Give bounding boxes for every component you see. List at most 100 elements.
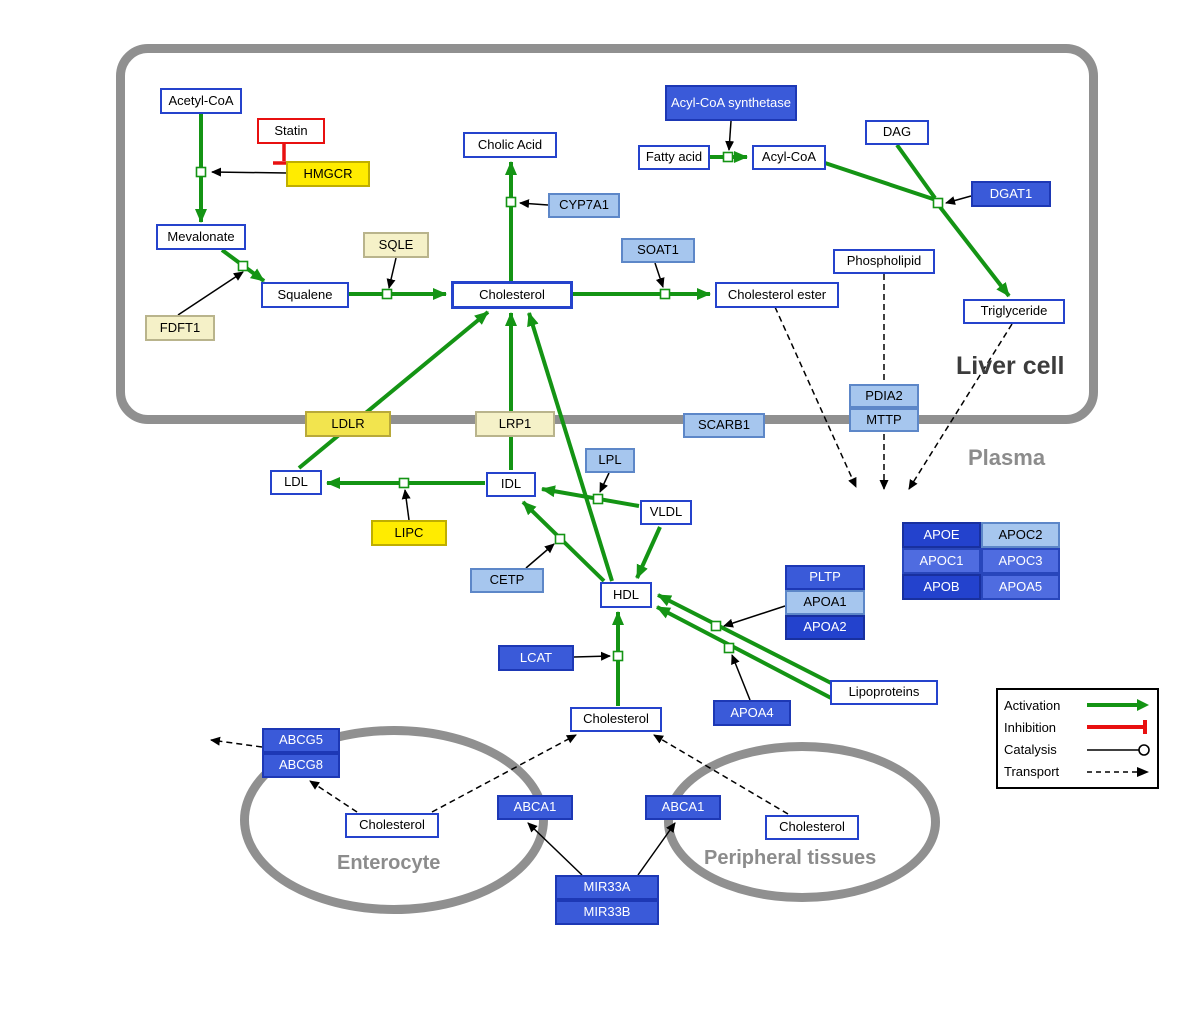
node-apoa5[interactable]: APOA5 bbox=[981, 574, 1060, 600]
edge-vldl-idl bbox=[541, 485, 640, 508]
catalysis-cetp bbox=[525, 543, 555, 569]
reaction-node bbox=[554, 533, 566, 545]
node-lrp1[interactable]: LRP1 bbox=[475, 411, 555, 437]
catalysis-lipc bbox=[401, 489, 411, 521]
node-abcg8[interactable]: ABCG8 bbox=[262, 753, 340, 778]
node-apoe[interactable]: APOE bbox=[902, 522, 981, 548]
liver-cell-compartment bbox=[116, 44, 1098, 424]
node-cholesterol-enterocyte[interactable]: Cholesterol bbox=[345, 813, 439, 838]
node-hdl[interactable]: HDL bbox=[600, 582, 652, 608]
legend-transport-label: Transport bbox=[1004, 764, 1060, 780]
node-dgat1[interactable]: DGAT1 bbox=[971, 181, 1051, 207]
node-ldl[interactable]: LDL bbox=[270, 470, 322, 495]
activation-arrow-icon bbox=[1087, 699, 1149, 712]
node-scarb1[interactable]: SCARB1 bbox=[683, 413, 765, 438]
legend: Activation Inhibition Catalysis Transpor… bbox=[996, 688, 1159, 789]
reaction-node bbox=[722, 151, 734, 163]
node-pdia2[interactable]: PDIA2 bbox=[849, 384, 919, 408]
node-apoa2[interactable]: APOA2 bbox=[785, 615, 865, 640]
legend-catalysis-label: Catalysis bbox=[1004, 742, 1057, 758]
inhibition-tbar-icon bbox=[1087, 720, 1147, 735]
node-cholic-acid[interactable]: Cholic Acid bbox=[463, 132, 557, 158]
node-apob[interactable]: APOB bbox=[902, 574, 981, 600]
node-soat1[interactable]: SOAT1 bbox=[621, 238, 695, 263]
enterocyte-compartment bbox=[240, 726, 548, 914]
node-apoa4[interactable]: APOA4 bbox=[713, 700, 791, 726]
reaction-node bbox=[710, 620, 722, 632]
node-lipc[interactable]: LIPC bbox=[371, 520, 447, 546]
node-lpl[interactable]: LPL bbox=[585, 448, 635, 473]
transport-peripheral-cholesterol-plasma bbox=[653, 734, 789, 815]
catalysis-lcat bbox=[573, 651, 611, 661]
transport-enterocyte-cholesterol-plasma bbox=[431, 734, 577, 813]
node-vldl[interactable]: VLDL bbox=[640, 500, 692, 525]
node-acyl-coa-synthetase[interactable]: Acyl-CoA synthetase bbox=[665, 85, 797, 121]
enterocyte-label: Enterocyte bbox=[337, 852, 441, 874]
node-apoc2[interactable]: APOC2 bbox=[981, 522, 1060, 548]
node-mevalonate[interactable]: Mevalonate bbox=[156, 224, 246, 250]
node-cholesterol-peripheral[interactable]: Cholesterol bbox=[765, 815, 859, 840]
node-triglyceride[interactable]: Triglyceride bbox=[963, 299, 1065, 324]
reaction-node bbox=[932, 197, 944, 209]
node-dag[interactable]: DAG bbox=[865, 120, 929, 145]
node-idl[interactable]: IDL bbox=[486, 472, 536, 497]
legend-inhibition-label: Inhibition bbox=[1004, 719, 1057, 735]
catalysis-circle-icon bbox=[1087, 743, 1150, 756]
node-mir33b[interactable]: MIR33B bbox=[555, 900, 659, 925]
node-abca1-enterocyte[interactable]: ABCA1 bbox=[497, 795, 573, 820]
regulation-mir33a-abca1 bbox=[527, 822, 583, 876]
transport-cholesterol-abcg bbox=[309, 780, 358, 813]
transport-abcg-excretion bbox=[210, 736, 263, 748]
reaction-node bbox=[398, 477, 410, 489]
node-phospholipid[interactable]: Phospholipid bbox=[833, 249, 935, 274]
edge-ldl-cholesterol bbox=[297, 310, 490, 470]
reaction-node bbox=[237, 260, 249, 272]
edge-acylcoa-junction bbox=[824, 161, 937, 202]
node-cetp[interactable]: CETP bbox=[470, 568, 544, 593]
node-cholesterol-ester[interactable]: Cholesterol ester bbox=[715, 282, 839, 308]
node-abca1-peripheral[interactable]: ABCA1 bbox=[645, 795, 721, 820]
plasma-label: Plasma bbox=[968, 445, 1046, 470]
reaction-node bbox=[659, 288, 671, 300]
node-apoc3[interactable]: APOC3 bbox=[981, 548, 1060, 574]
node-squalene[interactable]: Squalene bbox=[261, 282, 349, 308]
edge-junction-triglyceride bbox=[938, 205, 1011, 298]
node-statin[interactable]: Statin bbox=[257, 118, 325, 144]
regulation-mir33b-abca1 bbox=[637, 822, 676, 876]
edge-hdl-cholesterol bbox=[527, 312, 614, 582]
catalysis-dgat1 bbox=[945, 195, 972, 205]
node-mttp[interactable]: MTTP bbox=[849, 408, 919, 432]
reaction-node bbox=[195, 166, 207, 178]
node-cholesterol-plasma[interactable]: Cholesterol bbox=[570, 707, 662, 732]
reaction-node bbox=[592, 493, 604, 505]
node-cholesterol-liver[interactable]: Cholesterol bbox=[451, 281, 573, 309]
node-fatty-acid[interactable]: Fatty acid bbox=[638, 145, 710, 170]
node-fdft1[interactable]: FDFT1 bbox=[145, 315, 215, 341]
catalysis-fdft1 bbox=[177, 271, 244, 316]
legend-inhibition-row: Inhibition bbox=[1004, 719, 1151, 735]
node-lipoproteins[interactable]: Lipoproteins bbox=[830, 680, 938, 705]
reaction-node bbox=[723, 642, 735, 654]
transport-cholesterolester-plasma bbox=[774, 306, 857, 488]
node-mir33a[interactable]: MIR33A bbox=[555, 875, 659, 900]
node-hmgcr[interactable]: HMGCR bbox=[286, 161, 370, 187]
liver-cell-label: Liver cell bbox=[956, 352, 1065, 380]
node-abcg5[interactable]: ABCG5 bbox=[262, 728, 340, 753]
node-apoa1[interactable]: APOA1 bbox=[785, 590, 865, 615]
node-sqle[interactable]: SQLE bbox=[363, 232, 429, 258]
catalysis-soat1 bbox=[654, 262, 665, 288]
node-ldlr[interactable]: LDLR bbox=[305, 411, 391, 437]
node-acyl-coa[interactable]: Acyl-CoA bbox=[752, 145, 826, 170]
legend-catalysis-row: Catalysis bbox=[1004, 742, 1151, 758]
node-apoc1[interactable]: APOC1 bbox=[902, 548, 981, 574]
node-acetyl-coa[interactable]: Acetyl-CoA bbox=[160, 88, 242, 114]
node-pltp[interactable]: PLTP bbox=[785, 565, 865, 590]
catalysis-apoa1 bbox=[723, 605, 786, 628]
reaction-node bbox=[381, 288, 393, 300]
transport-dashed-arrow-icon bbox=[1087, 766, 1149, 777]
reaction-node bbox=[612, 650, 624, 662]
edge-lipoproteins-hdl-upper bbox=[657, 593, 834, 686]
peripheral-tissues-label: Peripheral tissues bbox=[704, 847, 877, 869]
node-lcat[interactable]: LCAT bbox=[498, 645, 574, 671]
node-cyp7a1[interactable]: CYP7A1 bbox=[548, 193, 620, 218]
